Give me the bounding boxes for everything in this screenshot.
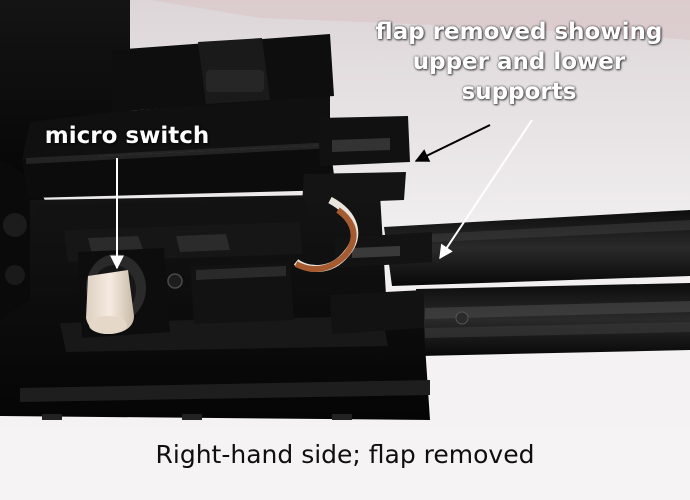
arrow-lower-support [439, 119, 533, 260]
arrow-upper-support [414, 124, 491, 162]
photo-caption: Right-hand side; flap removed [155, 440, 535, 469]
mechanism-photo [0, 0, 690, 430]
micro-switch-label: micro switch [44, 123, 210, 149]
flap-label-line-2: upper and lower [412, 48, 626, 75]
flap-label-line-1: flap removed showing [375, 19, 663, 45]
flap-label-line-3: supports [461, 78, 577, 105]
flap-removed-label: flap removed showing upper and lower sup… [354, 18, 684, 108]
